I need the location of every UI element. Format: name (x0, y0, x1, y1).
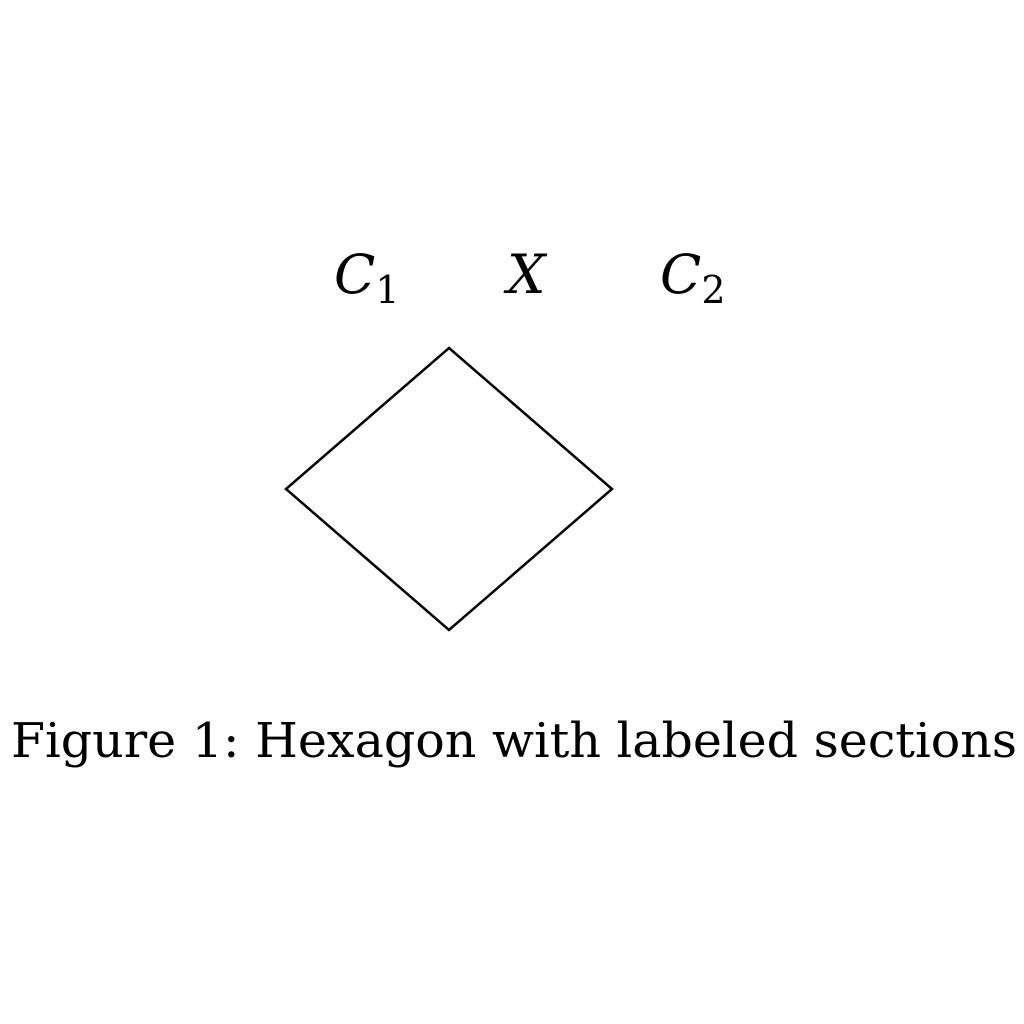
label-c2-subscript: 2 (701, 268, 725, 312)
label-c2: C2 (660, 243, 726, 312)
label-x: X (503, 243, 548, 306)
figure-caption: Figure 1: Hexagon with labeled sections (11, 713, 1017, 769)
label-c1-main: C (334, 243, 375, 306)
label-c2-main: C (660, 243, 701, 306)
rhombus-shape (284, 346, 614, 632)
label-c1-subscript: 1 (375, 268, 399, 312)
label-x-main: X (503, 243, 548, 306)
label-c1: C1 (334, 243, 400, 312)
